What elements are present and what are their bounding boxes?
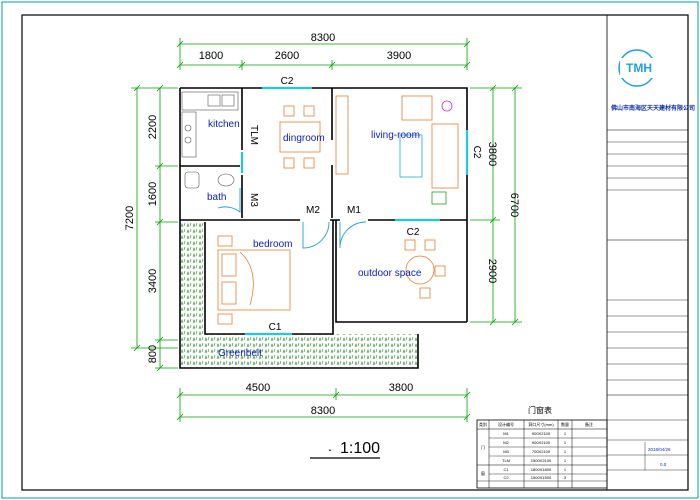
greenbelt-strip-bottom [180, 334, 418, 368]
schedule-size: 900X2100 [532, 431, 551, 436]
kitchen-fixtures [181, 91, 239, 158]
room-label-bedroom: bedroom [253, 239, 292, 250]
dim-bottom-seg-2: 3800 [389, 382, 413, 394]
dim-top-seg-1: 1800 [199, 50, 223, 62]
schedule-category-windows: 窗 [481, 470, 485, 476]
title-block-date: 2018/04/26 [648, 447, 671, 452]
schedule-header-qty: 数量 [561, 421, 569, 427]
room-label-kitchen: kitchen [208, 119, 240, 130]
company-name: 佛山市南海区天天建材有限公司 [610, 104, 695, 112]
schedule-qty: 1 [564, 458, 567, 463]
steps [336, 322, 467, 334]
schedule-code: M1 [503, 431, 509, 436]
label-m3: M3 [248, 193, 259, 207]
dim-left-seg-2: 1600 [147, 182, 159, 206]
dining-set [279, 105, 321, 169]
dim-right-seg-1: 3800 [486, 142, 498, 166]
dim-top-seg-2: 2600 [275, 50, 299, 62]
dim-right-total: 6700 [508, 193, 520, 217]
schedule-header-note: 备注 [585, 421, 593, 427]
schedule-category-doors: 门 [481, 444, 485, 450]
door-window-schedule: 门窗表 类别 设计编号 洞口尺寸(mm) 数量 备注 门 M1 900X2100… [476, 405, 608, 489]
inner-frame [21, 14, 689, 491]
scale-label: 1:100 [340, 440, 380, 457]
schedule-code: TLM [502, 458, 510, 463]
room-label-bath: bath [207, 192, 226, 203]
schedule-code: C1 [503, 467, 509, 472]
schedule-qty: 1 [564, 467, 567, 472]
label-tlm: TLM [248, 125, 259, 145]
bed [217, 235, 291, 325]
title-block: TMH 佛山市南海区天天建材有限公司 2018/04/26 0.0 [606, 14, 695, 491]
dimension-lines [131, 38, 522, 422]
dim-left-seg-4: 800 [147, 345, 159, 363]
label-m1: M1 [347, 205, 361, 216]
schedule-qty: 1 [564, 449, 567, 454]
dim-left-seg-3: 3400 [147, 269, 159, 293]
schedule-header-size: 洞口尺寸(mm) [528, 421, 554, 427]
schedule-size: 900X2100 [532, 440, 551, 445]
doors [217, 188, 367, 249]
room-label-outdoor-space: outdoor space [358, 268, 422, 279]
living-set [335, 95, 459, 205]
walls [179, 87, 468, 369]
schedule-size: 1500X2100 [531, 458, 552, 463]
bath-fixtures [184, 171, 235, 189]
dim-bottom-seg-1: 4500 [246, 382, 270, 394]
label-m2: M2 [306, 205, 320, 216]
schedule-size: 1800X1800 [531, 467, 552, 472]
logo-text: TMH [626, 61, 652, 75]
schedule-qty: 1 [564, 431, 567, 436]
label-c1-bedroom: C1 [269, 322, 282, 333]
schedule-code: C2 [503, 475, 509, 480]
schedule-title: 门窗表 [528, 405, 552, 415]
room-label-dingroom: dingroom [283, 133, 325, 144]
dim-top-total: 8300 [311, 32, 335, 44]
scale-dot: . [328, 438, 332, 454]
dim-right-seg-2: 2900 [486, 259, 498, 283]
label-c2-top: C2 [281, 76, 294, 87]
label-c2-right: C2 [471, 146, 482, 159]
schedule-size: 700X2100 [532, 449, 551, 454]
schedule-code: M2 [503, 440, 509, 445]
room-label-living-room: living-room [371, 130, 420, 141]
schedule-header-code: 设计编号 [498, 421, 514, 427]
dim-left-total: 7200 [124, 206, 136, 230]
schedule-code: M3 [503, 449, 509, 454]
windows [240, 86, 469, 336]
label-c2-outdoor: C2 [407, 227, 420, 238]
outdoor-table [404, 239, 446, 299]
title-block-ratio: 0.0 [660, 462, 667, 467]
dim-left-seg-1: 2200 [147, 115, 159, 139]
dim-bottom-total: 8300 [311, 405, 335, 417]
dim-top-seg-3: 3900 [387, 50, 411, 62]
room-label-greenbelt: Greenbelt [218, 348, 262, 359]
schedule-header-category: 类别 [479, 421, 487, 427]
schedule-size: 1500X1500 [531, 475, 552, 480]
schedule-qty: 3 [564, 475, 567, 480]
schedule-qty: 1 [564, 440, 567, 445]
